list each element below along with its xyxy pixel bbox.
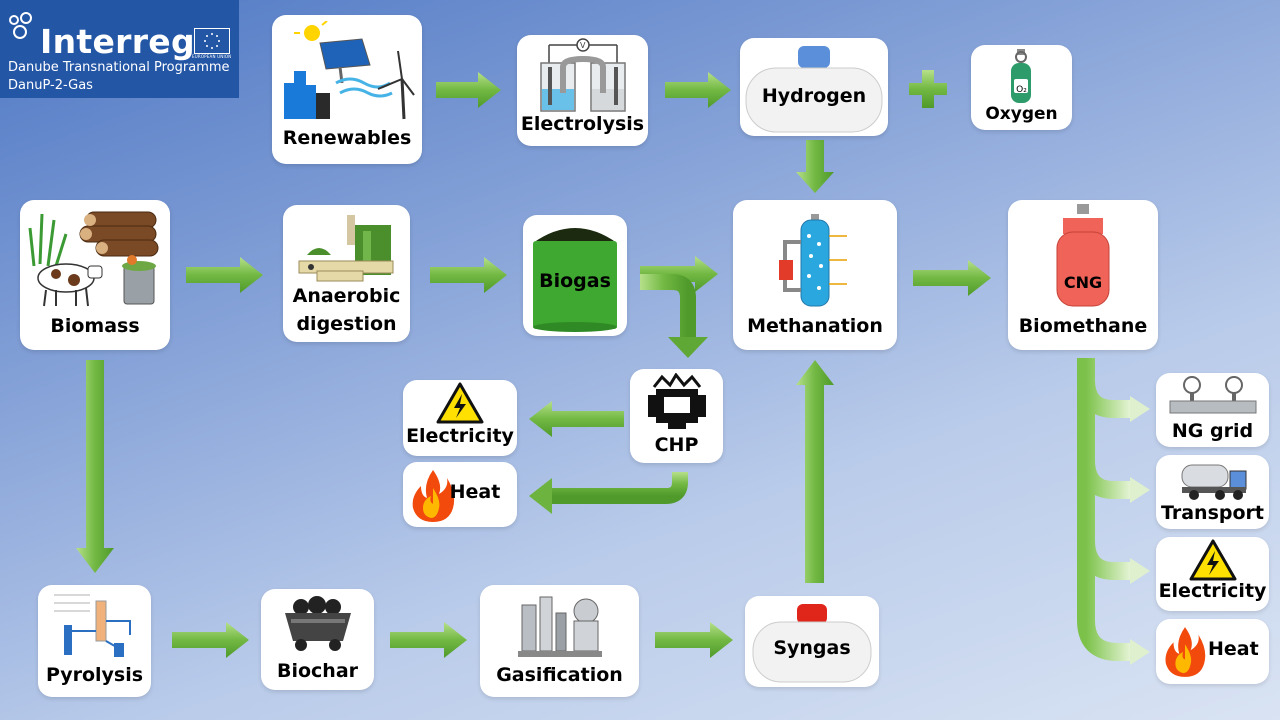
arrow-biomass-pyrolysis bbox=[76, 360, 114, 573]
logo-programme: Danube Transnational Programme bbox=[8, 60, 230, 75]
node-gasification: Gasification bbox=[480, 585, 639, 697]
label-heat-chp: Heat bbox=[449, 481, 501, 503]
label-hydrogen: Hydrogen bbox=[761, 85, 867, 107]
hydrogen-tank-icon bbox=[745, 46, 883, 133]
label-ng-grid: NG grid bbox=[1171, 420, 1254, 442]
plus-sign-icon bbox=[909, 70, 947, 108]
tanker-truck-icon bbox=[1181, 464, 1247, 500]
oxygen-cylinder-icon bbox=[1011, 49, 1031, 103]
arrow-chp-electricity bbox=[529, 401, 624, 437]
node-biomethane: CNG Biomethane bbox=[1008, 200, 1158, 350]
label-biomethane: Biomethane bbox=[1018, 315, 1148, 337]
label-heat-out: Heat bbox=[1208, 638, 1259, 660]
label-renewables: Renewables bbox=[282, 127, 412, 149]
label-cng: CNG bbox=[1063, 273, 1103, 292]
node-anaerobic-digestion: Anaerobic digestion bbox=[283, 205, 410, 342]
node-renewables: Renewables bbox=[272, 15, 422, 164]
label-chp: CHP bbox=[654, 434, 699, 456]
electrolysis-icon: V bbox=[540, 38, 626, 112]
arrow-renewables-electrolysis bbox=[436, 72, 501, 108]
arrow-syngas-methanation bbox=[796, 360, 834, 583]
eu-flag-icon bbox=[194, 28, 230, 54]
flame-icon bbox=[412, 470, 455, 522]
electricity-hazard-icon bbox=[436, 382, 484, 424]
label-syngas: Syngas bbox=[773, 637, 851, 659]
node-transport: Transport bbox=[1156, 455, 1269, 529]
node-heat-chp: Heat bbox=[403, 462, 517, 527]
cng-cylinder-icon bbox=[1056, 204, 1110, 307]
logo-project: DanuP-2-Gas bbox=[8, 78, 93, 93]
logo-eu-text: EUROPEAN UNION bbox=[192, 54, 232, 59]
biogas-tank-icon bbox=[533, 228, 617, 332]
node-biomass: Biomass bbox=[20, 200, 170, 350]
node-hydrogen: Hydrogen bbox=[740, 38, 888, 136]
label-biomass: Biomass bbox=[50, 315, 140, 337]
node-methanation: Methanation bbox=[733, 200, 897, 350]
syngas-tank-icon bbox=[752, 604, 872, 683]
node-ng-grid: NG grid bbox=[1156, 373, 1269, 447]
pyrolysis-setup-icon bbox=[54, 594, 131, 657]
arrow-biogas-chp bbox=[640, 274, 696, 338]
node-electricity-chp: Electricity bbox=[403, 380, 517, 456]
node-heat-out: Heat bbox=[1156, 619, 1269, 684]
arrow-biochar-gasification bbox=[390, 622, 467, 658]
label-transport: Transport bbox=[1160, 502, 1264, 524]
renewables-icon bbox=[284, 21, 415, 120]
label-biochar: Biochar bbox=[276, 660, 359, 682]
biomass-icon bbox=[28, 211, 159, 307]
label-electricity-chp: Electricity bbox=[406, 425, 514, 447]
arrow-anaerobic-biogas bbox=[430, 257, 507, 293]
gas-pipe-gauge-icon bbox=[1169, 376, 1257, 414]
node-chp: CHP bbox=[630, 369, 723, 463]
label-electrolysis: Electrolysis bbox=[520, 113, 645, 135]
node-electricity-out: Electricity bbox=[1156, 537, 1269, 611]
label-methanation: Methanation bbox=[747, 315, 883, 337]
label-anaerobic-line2: digestion bbox=[296, 313, 397, 335]
interreg-swirl-icon bbox=[9, 12, 32, 39]
interreg-logo: Interreg EUROPEAN UNION Danube Transnati… bbox=[0, 0, 239, 98]
node-electrolysis: V Electrolysis bbox=[517, 35, 648, 146]
arrow-pyrolysis-biochar bbox=[172, 622, 249, 658]
label-pyrolysis: Pyrolysis bbox=[45, 664, 144, 686]
node-syngas: Syngas bbox=[745, 596, 879, 687]
arrow-electrolysis-hydrogen bbox=[665, 72, 731, 108]
label-anaerobic-line1: Anaerobic bbox=[292, 285, 401, 307]
arrow-methanation-biomethane bbox=[913, 260, 991, 296]
label-electricity-out: Electricity bbox=[1158, 580, 1267, 602]
node-biogas: Biogas bbox=[523, 215, 627, 336]
electricity-hazard-icon bbox=[1189, 539, 1237, 581]
node-pyrolysis: Pyrolysis bbox=[38, 585, 151, 697]
node-oxygen: O₂ Oxygen bbox=[971, 45, 1072, 130]
gasifier-icon bbox=[518, 596, 602, 657]
label-gasification: Gasification bbox=[496, 664, 623, 686]
digester-plant-icon bbox=[298, 215, 394, 282]
chp-engine-icon bbox=[648, 373, 706, 429]
arrow-biomass-anaerobic bbox=[186, 257, 263, 293]
logo-brand: Interreg bbox=[40, 22, 195, 61]
coal-cart-icon bbox=[285, 596, 351, 651]
flame-icon bbox=[1165, 627, 1206, 677]
arrow-gasification-syngas bbox=[655, 622, 733, 658]
arrow-biomethane-distribution bbox=[1077, 358, 1130, 661]
arrow-biogas-methanation bbox=[640, 256, 718, 292]
svg-text:V: V bbox=[580, 41, 586, 50]
label-biogas: Biogas bbox=[539, 270, 611, 292]
label-oxygen-symbol: O₂ bbox=[1016, 85, 1027, 95]
node-biochar: Biochar bbox=[261, 589, 374, 690]
label-oxygen: Oxygen bbox=[985, 104, 1058, 124]
arrow-hydrogen-methanation bbox=[796, 140, 834, 193]
arrow-chp-heat bbox=[552, 472, 688, 504]
methanation-reactor-icon bbox=[779, 214, 847, 307]
